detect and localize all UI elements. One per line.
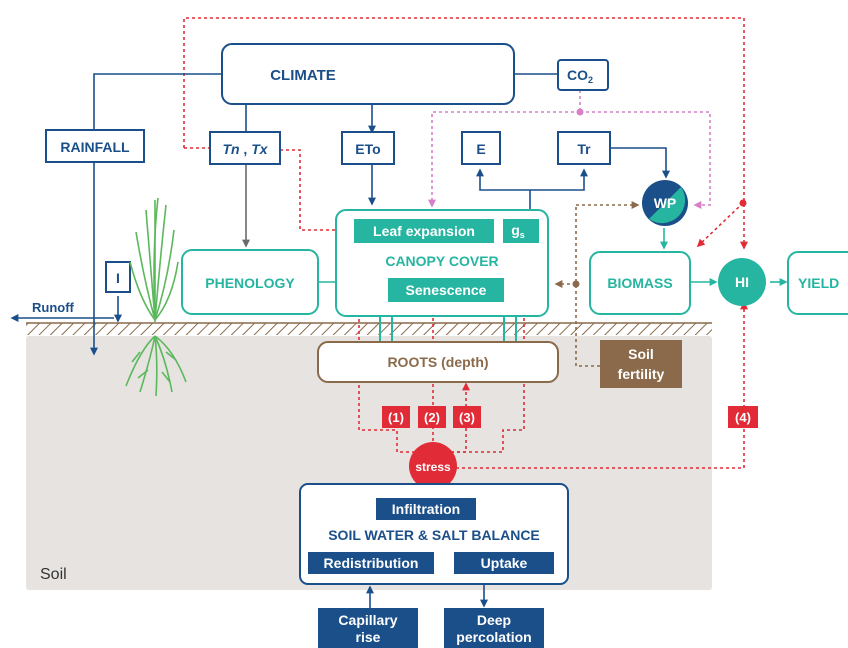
svg-text:RAINFALL: RAINFALL — [60, 139, 130, 155]
temperature-box: Tn , Tx — [209, 131, 281, 165]
stress-tag-2: (2) — [418, 406, 446, 428]
capillary-rise-box: Capillary rise — [318, 608, 418, 648]
svg-text:BIOMASS: BIOMASS — [607, 275, 672, 291]
stress-tag-1: (1) — [382, 406, 410, 428]
svg-text:stress: stress — [415, 460, 451, 474]
stress-circle: stress — [409, 442, 457, 490]
svg-text:gs: gs — [511, 222, 525, 240]
root-connectors — [366, 315, 530, 342]
svg-text:(1): (1) — [388, 410, 404, 425]
svg-text:YIELD: YIELD — [798, 275, 839, 291]
svg-text:E: E — [476, 141, 485, 157]
eto-box: ETo — [341, 131, 395, 165]
svg-text:Leaf expansion: Leaf expansion — [373, 223, 475, 239]
svg-text:Senescence: Senescence — [406, 282, 487, 298]
svg-text:fertility: fertility — [618, 366, 665, 382]
svg-text:Capillary: Capillary — [338, 612, 397, 628]
stomatal-conductance-box: gs — [503, 219, 539, 243]
svg-text:Tn , Tx: Tn , Tx — [222, 141, 268, 157]
senescence-box: Senescence — [388, 278, 504, 302]
rainfall-box: RAINFALL — [45, 129, 145, 163]
svg-text:SOIL WATER & SALT BALANCE: SOIL WATER & SALT BALANCE — [328, 527, 540, 543]
svg-text:Soil: Soil — [628, 346, 654, 362]
svg-text:(4): (4) — [735, 410, 751, 425]
svg-text:ETo: ETo — [355, 141, 380, 157]
biomass-box: BIOMASS — [589, 251, 691, 315]
svg-text:Deep: Deep — [477, 612, 511, 628]
phenology-box: PHENOLOGY — [181, 249, 319, 315]
hi-circle: HI — [718, 258, 766, 306]
redistribution-box: Redistribution — [308, 552, 434, 574]
svg-text:I: I — [116, 270, 120, 286]
svg-text:CLIMATE: CLIMATE — [270, 67, 336, 84]
soil-label: Soil — [40, 566, 67, 583]
svg-text:HI: HI — [735, 274, 749, 290]
soil-fertility-box: Soil fertility — [600, 340, 682, 388]
svg-text:(3): (3) — [459, 410, 475, 425]
irrigation-box: I — [105, 261, 131, 293]
svg-text:ROOTS (depth): ROOTS (depth) — [387, 354, 488, 370]
water-flows — [10, 73, 670, 610]
svg-text:WP: WP — [654, 195, 677, 211]
svg-text:CO2: CO2 — [567, 67, 593, 85]
svg-text:(2): (2) — [424, 410, 440, 425]
crop-flows — [318, 228, 788, 286]
svg-text:Uptake: Uptake — [481, 555, 528, 571]
svg-text:rise: rise — [356, 629, 381, 645]
svg-text:Infiltration: Infiltration — [392, 501, 460, 517]
evaporation-box: E — [461, 131, 501, 165]
yield-box: YIELD — [787, 251, 848, 315]
co2-box: CO2 — [557, 59, 609, 91]
infiltration-box: Infiltration — [376, 498, 476, 520]
deep-percolation-box: Deep percolation — [444, 608, 544, 648]
stress-tag-3: (3) — [453, 406, 481, 428]
wp-circle: WP — [642, 180, 688, 226]
runoff-label: Runoff — [32, 300, 75, 315]
svg-text:PHENOLOGY: PHENOLOGY — [205, 275, 295, 291]
stress-tag-4: (4) — [728, 406, 758, 428]
transpiration-box: Tr — [557, 131, 611, 165]
uptake-box: Uptake — [454, 552, 554, 574]
svg-text:Redistribution: Redistribution — [324, 555, 419, 571]
leaf-expansion-box: Leaf expansion — [354, 219, 494, 243]
co2-paths — [428, 90, 711, 209]
svg-text:percolation: percolation — [456, 629, 531, 645]
plant-icon — [125, 197, 187, 397]
roots-box: ROOTS (depth) — [317, 341, 559, 383]
svg-text:Tr: Tr — [577, 141, 591, 157]
soil-surface — [26, 323, 712, 335]
svg-text:CANOPY COVER: CANOPY COVER — [385, 253, 498, 269]
climate-box: CLIMATE — [221, 43, 515, 105]
